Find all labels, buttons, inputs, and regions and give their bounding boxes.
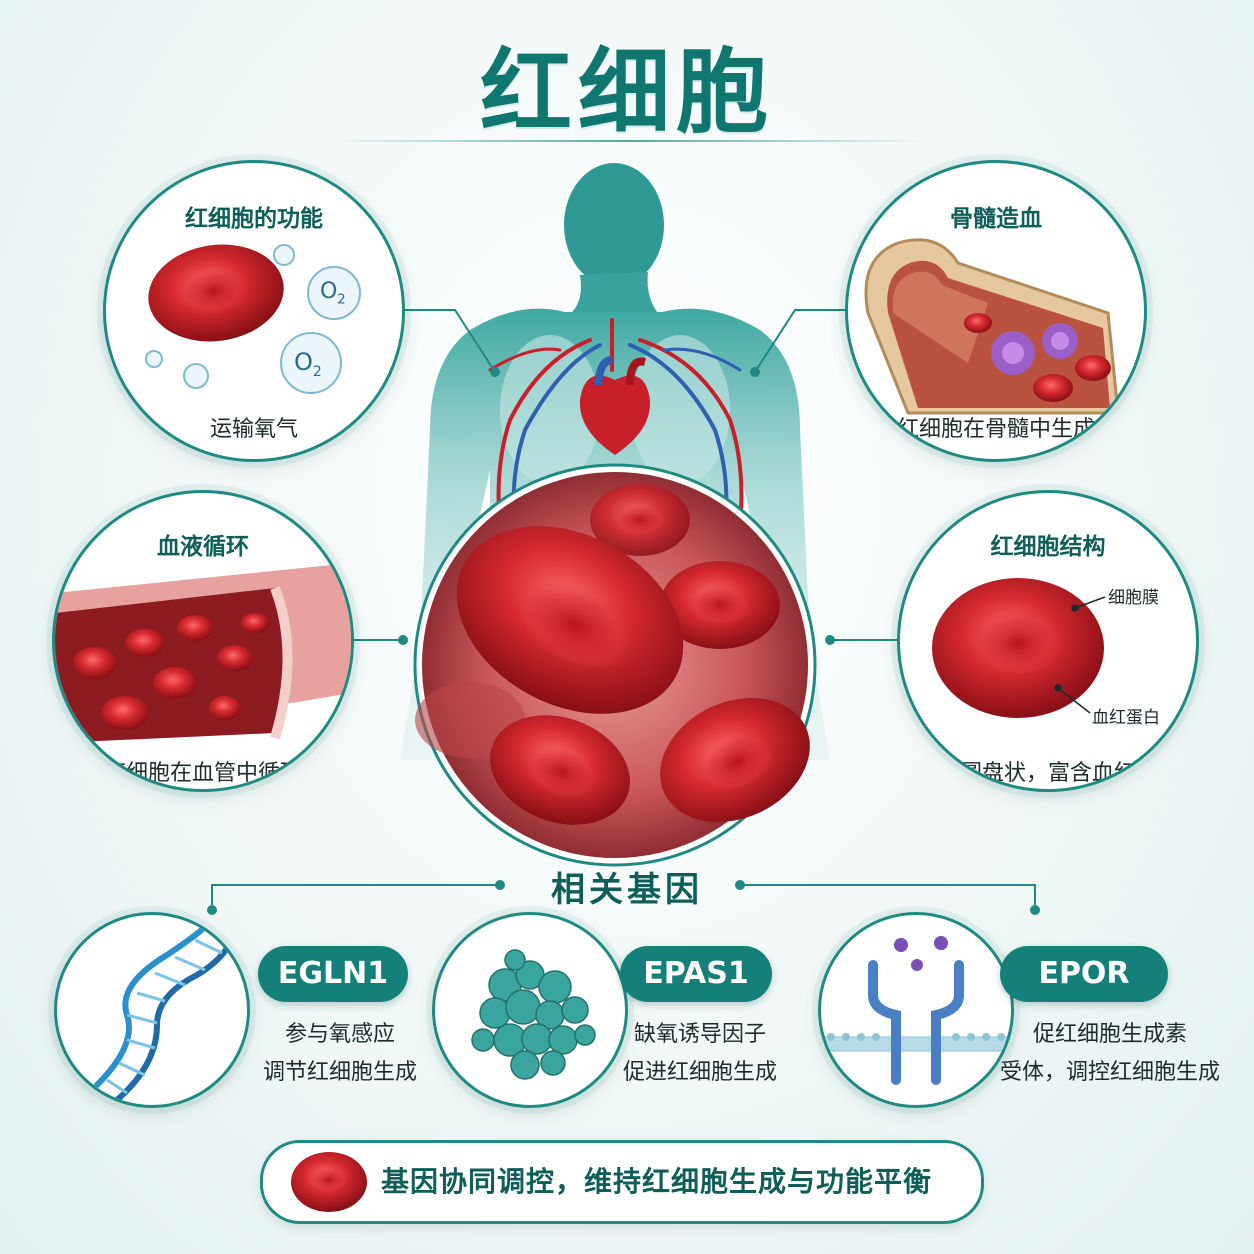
- dna-icon: [94, 922, 235, 1103]
- red-blood-cell-icon: [148, 244, 284, 342]
- gene-egln1-pill: EGLN1: [258, 946, 408, 1002]
- genes-section-title: 相关基因: [551, 870, 703, 910]
- panel-structure-heading: 红细胞结构: [990, 534, 1106, 560]
- heart-icon: [579, 356, 651, 455]
- panel-marrow-caption: 红细胞在骨髓中生成: [896, 417, 1095, 442]
- panel-function: 红细胞的功能 O2 O2 运输氧气: [103, 160, 405, 462]
- panel-structure: 红细胞结构 细胞膜 血红蛋白 双凹圆盘状，富含血红蛋白: [897, 490, 1199, 792]
- summary-banner-text: 基因协同调控，维持红细胞生成与功能平衡: [381, 1165, 933, 1198]
- red-blood-cell-icon: [932, 578, 1104, 718]
- panel-circulation-caption: 红细胞在血管中循环: [103, 761, 302, 786]
- gene-epor-pill: EPOR: [1000, 946, 1168, 1002]
- panel-circulation-heading: 血液循环: [157, 534, 249, 560]
- gene-egln1-desc: 参与氧感应调节红细胞生成: [262, 1022, 417, 1085]
- red-blood-cell-icon: [964, 313, 1111, 402]
- red-blood-cell-icon: [415, 484, 810, 825]
- panel-circulation: 血液循环 红细胞在血管中循环: [52, 490, 354, 792]
- panel-function-heading: 红细胞的功能: [185, 206, 323, 232]
- title-divider: [330, 140, 924, 142]
- panel-marrow-heading: 骨髓造血: [950, 206, 1042, 232]
- gene-epor-image: [818, 912, 1014, 1108]
- panel-structure-caption: 双凹圆盘状，富含血红蛋白: [915, 761, 1180, 786]
- connector-lines: [207, 309, 1040, 915]
- receptor-icon: [821, 936, 1011, 1085]
- label-hemoglobin: 血红蛋白: [1092, 708, 1160, 728]
- o2-label: O2: [294, 348, 322, 380]
- gene-egln1-image: [54, 912, 250, 1108]
- oxygen-bubble-icon: [145, 244, 361, 394]
- gene-epas1-image: [432, 912, 628, 1108]
- panel-function-caption: 运输氧气: [209, 417, 298, 442]
- bone-icon: [864, 238, 1120, 415]
- o2-label: O2: [320, 279, 346, 308]
- red-blood-cell-icon: [73, 613, 269, 730]
- summary-banner: 基因协同调控，维持红细胞生成与功能平衡: [260, 1140, 984, 1224]
- gene-epor-desc: 促红细胞生成素受体，调控红细胞生成: [999, 1022, 1220, 1085]
- red-blood-cell-icon: [291, 1152, 367, 1212]
- panel-marrow: 骨髓造血 红细胞在骨髓中生成: [845, 160, 1147, 462]
- gene-epas1-desc: 缺氧诱导因子促进红细胞生成: [622, 1022, 777, 1085]
- protein-icon: [471, 949, 596, 1080]
- label-membrane: 细胞膜: [1108, 588, 1159, 608]
- page-title: 红细胞: [479, 39, 774, 146]
- gene-epas1-pill: EPAS1: [620, 946, 772, 1002]
